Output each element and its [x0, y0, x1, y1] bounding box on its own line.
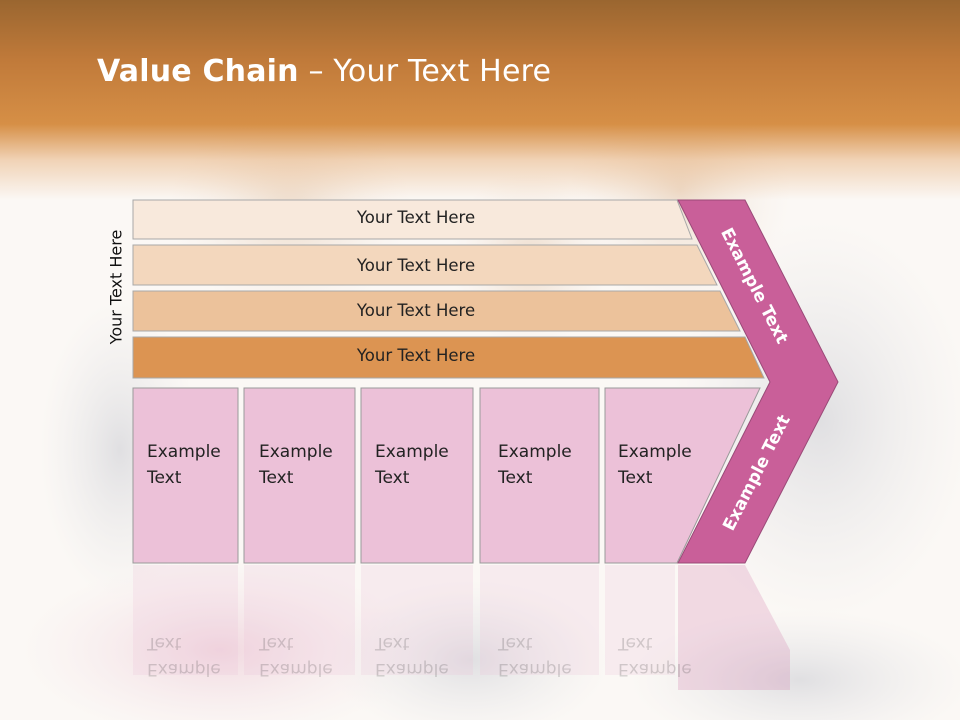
bar-1-label: Your Text Here	[356, 208, 476, 227]
box-2-label: Example Text	[259, 439, 359, 491]
box-1-line2: Text	[147, 468, 182, 488]
bar-4	[132, 336, 765, 379]
box-2-line1: Example	[259, 442, 333, 462]
bar-3	[132, 290, 741, 332]
reflection	[133, 565, 790, 690]
bar-1	[132, 199, 693, 240]
chevron-arrow	[677, 199, 839, 564]
box-1	[132, 387, 239, 564]
box-4-line1: Example	[498, 442, 572, 462]
box-3-line1: Example	[375, 442, 449, 462]
box-4-label: Example Text	[498, 439, 598, 491]
box-5-line2: Text	[618, 468, 653, 488]
box-3-label: Example Text	[375, 439, 475, 491]
box-3-line2: Text	[375, 468, 410, 488]
title-rest: – Your Text Here	[298, 54, 552, 89]
bar-3-label: Your Text Here	[356, 301, 476, 320]
box-1-label: Example Text	[147, 439, 247, 491]
box-5-line1: Example	[618, 442, 692, 462]
header-band	[0, 0, 960, 200]
bar-2	[132, 244, 718, 286]
box-2-line2: Text	[259, 468, 294, 488]
slide-title: Value Chain – Your Text Here	[97, 54, 551, 89]
box-5-label: Example Text	[618, 439, 718, 491]
box-1-line1: Example	[147, 442, 221, 462]
box-2	[243, 387, 356, 564]
bar-4-label: Your Text Here	[356, 346, 476, 365]
title-bold: Value Chain	[97, 54, 299, 89]
box-5	[604, 387, 761, 564]
bar-2-label: Your Text Here	[356, 256, 476, 275]
box-4	[479, 387, 600, 564]
box-3	[360, 387, 474, 564]
box-4-line2: Text	[498, 468, 533, 488]
